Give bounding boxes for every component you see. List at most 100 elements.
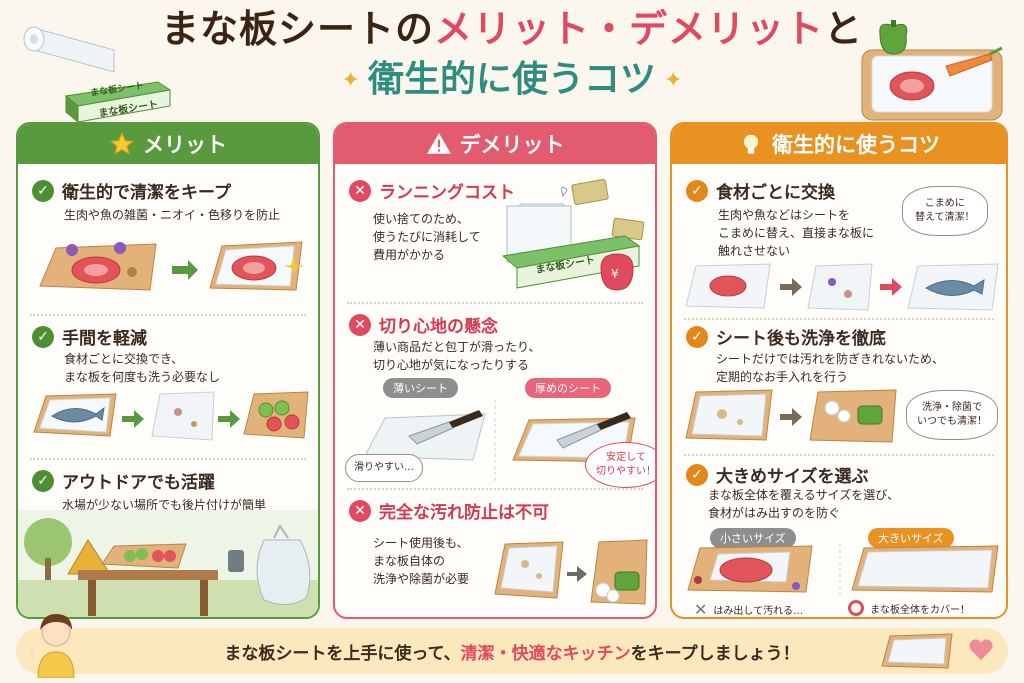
desc-line: 費用がかかる (373, 248, 446, 262)
demerit-heading: デメリット (459, 133, 565, 157)
desc-line: 水場が少ない場所でも後片付けが簡単 (62, 498, 267, 512)
demerit-item-1-label: ランニングコスト (379, 183, 515, 203)
desc-line: 触れさせない (718, 244, 791, 258)
warning-icon (426, 133, 451, 154)
desc-line: 使うたびに消耗して (373, 230, 481, 244)
desc-line: まな板を何度も洗う必要なし (64, 370, 221, 384)
merit-header: メリット (18, 124, 318, 164)
svg-text:¥: ¥ (611, 267, 619, 281)
cutting-board-vegetables-illustration (861, 20, 1003, 121)
cost-money-illustration: ¥ まな板シート (501, 176, 651, 302)
desc-line: 生肉や魚の雑菌・ニオイ・色移りを防止 (64, 208, 281, 222)
demerit-column: デメリット ✕ ランニングコスト 使い捨てのため、 使うたびに消耗して 費用がか… (333, 122, 657, 619)
stable-speech-bubble: 安定して 切りやすい！ (585, 442, 656, 488)
check-icon: ✓ (32, 325, 54, 348)
tips-item-1-desc: 生肉や魚などはシートを こまめに替え、直接まな板に 触れさせない (718, 206, 874, 260)
merit-item-3-label: アウトドアでも活躍 (62, 473, 215, 493)
thick-sheet-label: 厚めのシート (525, 378, 611, 398)
bubble-text: 切りやすい！ (596, 466, 656, 477)
sparkle-icon: ✦ (341, 68, 360, 93)
cross-icon: ✕ (349, 499, 371, 522)
tips-item-3-title: ✓ 大きめサイズを選ぶ (686, 462, 869, 487)
sheet-box-illustration: まな板シート まな板シート (62, 80, 174, 124)
mini-cutting-board-icon (881, 633, 953, 669)
heart-icon (969, 639, 993, 660)
check-icon: ✓ (686, 463, 708, 486)
title-subtitle: 衛生的に使うコツ (367, 59, 656, 100)
large-size-label: 大きいサイズ (868, 528, 954, 548)
tips-column: 衛生的に使うコツ ✓ 食材ごとに交換 生肉や魚などはシートを こまめに替え、直接… (670, 122, 1008, 619)
bubble-text: いつでも清潔！ (917, 416, 987, 427)
desc-line: まな板自体の (373, 554, 446, 568)
desc-line: 定期的なお手入れを行う (716, 370, 849, 384)
demerit-item-1-title: ✕ ランニングコスト (349, 178, 515, 203)
slippery-speech-bubble: 滑りやすい… (345, 454, 423, 482)
divider (347, 302, 643, 304)
merit-item-1-desc: 生肉や魚の雑菌・ニオイ・色移りを防止 (64, 206, 280, 224)
merit-column: メリット ✓ 衛生的で清潔をキープ 生肉や魚の雑菌・ニオイ・色移りを防止 ✓ 手… (16, 122, 320, 619)
tips-item-2-title: ✓ シート後も洗浄を徹底 (686, 324, 886, 349)
desc-line: シートだけでは汚れを防ぎきれないため、 (716, 352, 945, 366)
bubble-text: 安定して (606, 452, 646, 463)
merit-item-1-label: 衛生的で清潔をキープ (62, 183, 231, 203)
small-size-label: 小さいサイズ (710, 528, 796, 548)
thin-sheet-label: 薄いシート (383, 378, 458, 398)
note-text: はみ出して汚れる… (713, 606, 804, 617)
title-line2: ✦ 衛生的に使うコツ ✦ (0, 56, 1024, 105)
merit-item-1-title: ✓ 衛生的で清潔をキープ (32, 178, 231, 203)
desc-line: まな板全体を覆えるサイズを選び、 (708, 488, 900, 502)
divider (347, 488, 643, 490)
banner-text-2: をキープしましょう！ (630, 643, 800, 664)
check-icon: ✓ (686, 179, 708, 202)
x-mark-icon: ✕ (694, 600, 708, 619)
check-icon: ✓ (32, 179, 54, 202)
divider (684, 318, 994, 320)
tips-item-3-desc: まな板全体を覆えるサイズを選び、 食材がはみ出すのを防ぐ (708, 486, 899, 522)
demerit-item-3-desc: シート使用後も、 まな板自体の 洗浄や除菌が必要 (373, 534, 469, 588)
bubble-text: 滑りやすい… (354, 462, 414, 473)
tips-item-1-label: 食材ごとに交換 (716, 183, 835, 203)
demerit-item-3-label: 完全な汚れ防止は不可 (379, 503, 549, 523)
title-line1: まな板シートのメリット・デメリットと (0, 6, 1024, 52)
demerit-item-2-title: ✕ 切り心地の懸念 (349, 312, 498, 337)
tips-item-2-label: シート後も洗浄を徹底 (716, 329, 886, 349)
desc-line: 食材がはみ出すのを防ぐ (708, 506, 841, 520)
plastic-roll-icon (23, 26, 115, 73)
demerit-item-3-title: ✕ 完全な汚れ防止は不可 (349, 498, 549, 523)
star-icon (109, 131, 135, 155)
desc-line: シート使用後も、 (373, 536, 469, 550)
knife-sheet-comparison-illustration (364, 400, 636, 484)
title-part3: と (824, 7, 864, 51)
divider (30, 314, 306, 316)
divider (684, 454, 994, 456)
before-after-clean-board-illustration (39, 241, 304, 291)
desc-line: 切り心地が気になったりする (373, 358, 530, 372)
cross-icon: ✕ (349, 179, 371, 202)
board-washing-illustration (494, 539, 648, 605)
desc-line: こまめに替え、直接まな板に (718, 226, 875, 240)
merit-item-3-desc: 水場が少ない場所でも後片付けが簡単 (62, 496, 266, 514)
bubble-text: 洗浄・除菌で (922, 402, 982, 413)
large-size-note: まな板全体をカバー！ (848, 600, 970, 616)
bubble-text: 替えて清潔！ (915, 212, 975, 223)
person-avatar-icon (30, 614, 75, 678)
tips-header: 衛生的に使うコツ (672, 124, 1006, 164)
tips-item-2-desc: シートだけでは汚れを防ぎきれないため、 定期的なお手入れを行う (716, 350, 944, 386)
desc-line: 洗浄や除菌が必要 (373, 572, 470, 586)
banner-highlight: 清潔・快適なキッチン (460, 643, 631, 664)
tips-item-1-title: ✓ 食材ごとに交換 (686, 178, 835, 203)
demerit-item-2-desc: 薄い商品だと包丁が滑ったり、 切り心地が気になったりする (373, 338, 541, 374)
check-icon: ✓ (686, 325, 708, 348)
sparkle-icon: ✦ (664, 68, 683, 93)
merit-heading: メリット (143, 133, 227, 157)
desc-line: 食材ごとに交換でき、 (64, 352, 184, 366)
divider (30, 458, 306, 460)
sheet-change-sequence-illustration (685, 263, 999, 311)
check-icon: ✓ (32, 469, 54, 492)
change-often-speech-bubble: こまめに 替えて清潔！ (902, 186, 988, 236)
demerit-header: デメリット (335, 124, 655, 164)
tips-heading: 衛生的に使うコツ (772, 133, 940, 157)
sheet-size-comparison-illustration (687, 544, 999, 596)
title-part2: メリット・デメリット (433, 7, 824, 51)
tips-item-3-label: 大きめサイズを選ぶ (716, 467, 869, 487)
